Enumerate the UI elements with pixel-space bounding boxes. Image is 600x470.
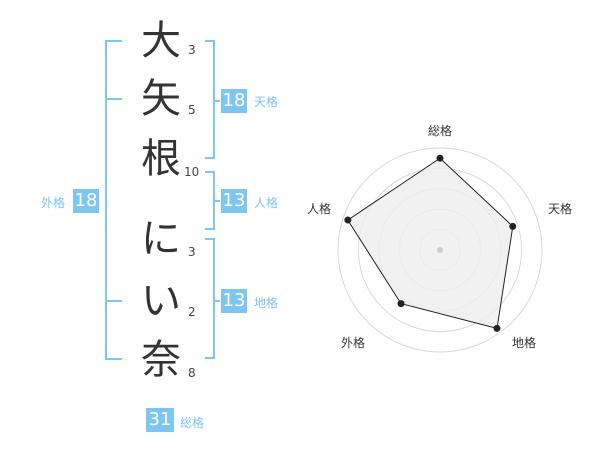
stroke-count-5: 2 <box>188 305 196 319</box>
chikaku-label: 地格 <box>254 296 279 310</box>
chikaku-value-badge: 13 <box>221 289 247 313</box>
jinkaku-label: 人格 <box>254 196 279 210</box>
tenkaku-label: 天格 <box>254 95 279 109</box>
stroke-count-4: 3 <box>188 245 196 259</box>
gaikaku-label: 外格 <box>41 196 66 210</box>
radar-center-dot <box>437 247 443 253</box>
soukaku-value-badge: 31 <box>146 408 174 432</box>
radar-point-5 <box>344 216 352 224</box>
radar-point-2 <box>509 222 517 230</box>
stroke-count-6: 8 <box>188 366 196 380</box>
name-char-2: 矢 <box>141 76 181 122</box>
stroke-count-2: 5 <box>188 103 196 117</box>
radar-label-soukaku: 総格 <box>428 124 453 138</box>
name-char-6: 奈 <box>141 337 181 383</box>
tenkaku-value-badge: 18 <box>221 89 247 113</box>
radar-polygon <box>347 157 514 330</box>
radar-label-jinkaku: 人格 <box>307 202 332 216</box>
radar-label-chikaku: 地格 <box>512 336 537 350</box>
chikaku-bracket <box>205 238 215 359</box>
gaikaku-bracket <box>105 40 122 360</box>
jinkaku-value-badge: 13 <box>221 189 247 213</box>
name-char-1: 大 <box>141 18 181 64</box>
radar-point-1 <box>436 154 444 162</box>
stroke-count-1: 3 <box>188 43 196 57</box>
radar-label-tenkaku: 天格 <box>548 202 573 216</box>
name-char-3: 根 <box>141 136 181 182</box>
name-char-5: い <box>141 278 181 324</box>
stroke-count-3: 10 <box>184 165 200 179</box>
radar-point-3 <box>493 324 501 332</box>
soukaku-label: 総格 <box>180 416 205 430</box>
tenkaku-bracket <box>205 40 215 159</box>
radar-point-4 <box>397 300 405 308</box>
radar-label-gaikaku: 外格 <box>341 336 366 350</box>
name-char-4: に <box>141 216 181 262</box>
radar-ring-1 <box>337 147 543 353</box>
gaikaku-value-badge: 18 <box>73 189 99 213</box>
